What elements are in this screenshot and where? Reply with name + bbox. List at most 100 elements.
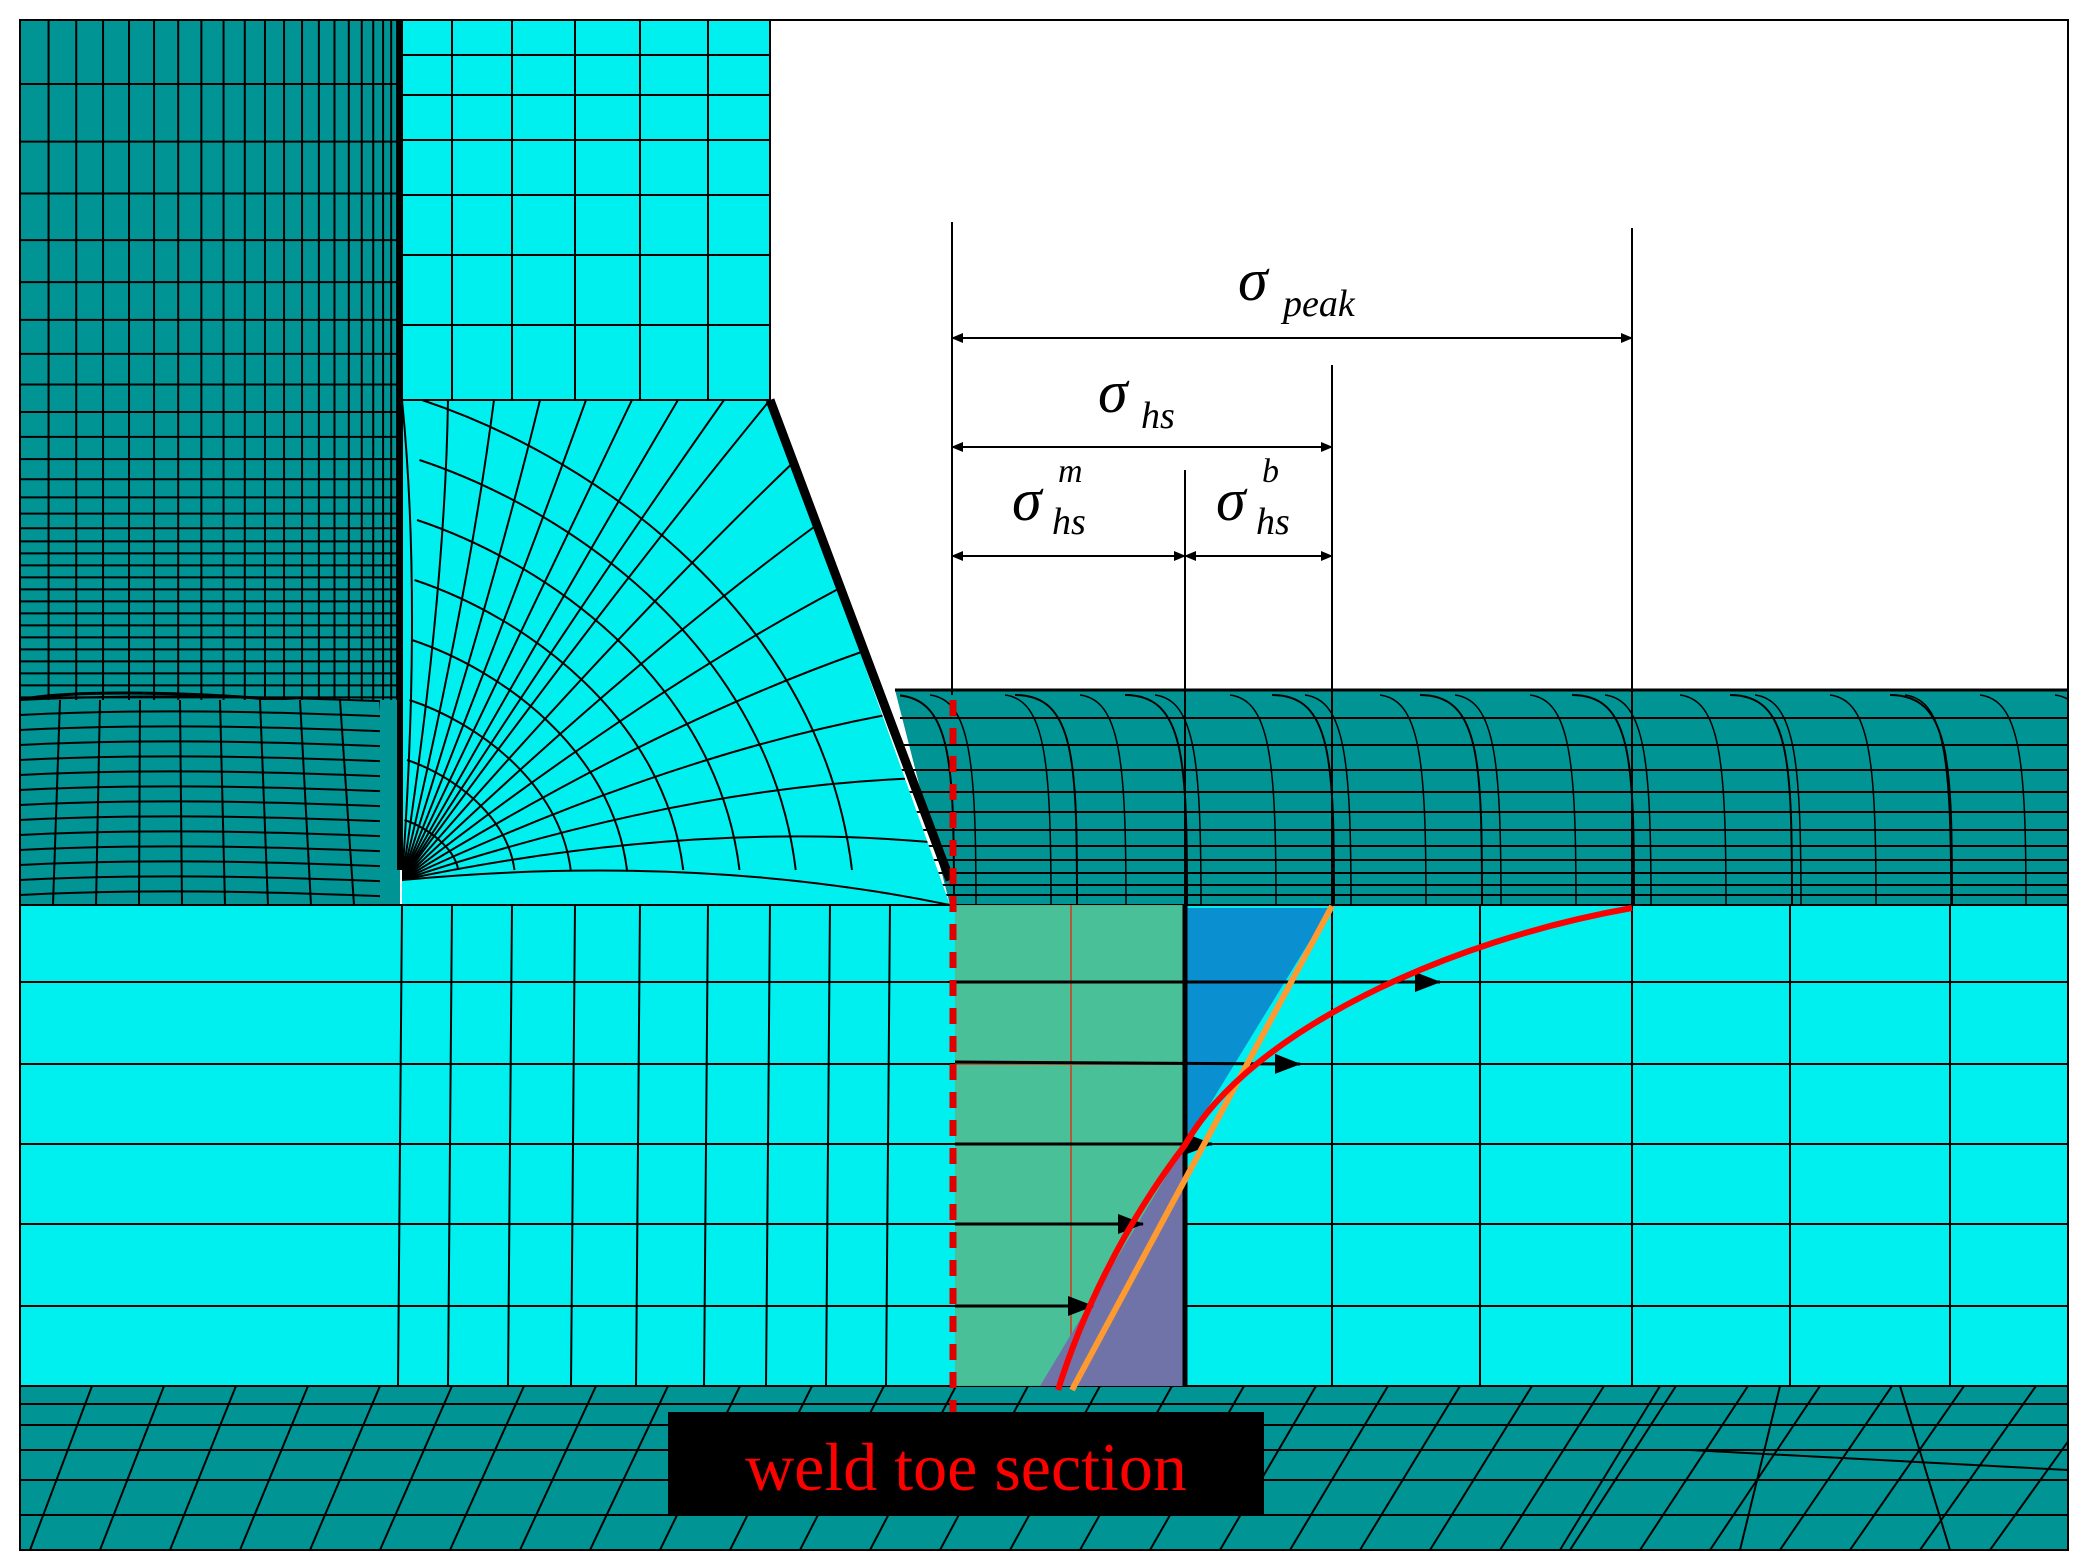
mesh-line	[402, 525, 816, 881]
label-sigma-hs: σ hs	[1098, 359, 1175, 437]
mesh-line	[309, 1386, 381, 1550]
left-base-mesh	[20, 695, 380, 905]
mesh-line	[1979, 694, 2027, 905]
mesh-line	[1729, 694, 1793, 905]
mesh-line	[299, 699, 312, 905]
mesh-line	[402, 400, 495, 881]
dimension-lines	[951, 222, 1633, 905]
mesh-line	[20, 830, 380, 838]
stress-distribution	[949, 700, 1633, 1412]
sigma-hs-m-symbol: σ	[1012, 467, 1044, 533]
weld-toe-caption: weld toe section	[668, 1412, 1264, 1514]
mesh-line	[635, 904, 641, 1387]
stress-arrow-icon	[954, 1053, 1301, 1074]
mesh-line	[219, 699, 226, 905]
linearized-stress-line	[1069, 904, 1335, 1392]
bottom-mesh	[20, 1386, 2068, 1550]
mesh-line	[1559, 1386, 1661, 1550]
label-sigma-hs-b: σ b hs	[1216, 453, 1290, 543]
mesh-line	[402, 777, 906, 881]
mesh-line	[402, 588, 838, 881]
mesh-line	[20, 691, 331, 700]
mesh-line	[589, 1386, 669, 1550]
mesh-line	[1429, 1386, 1533, 1550]
mesh-line	[703, 904, 709, 1387]
mesh-line	[259, 699, 269, 905]
mesh-line	[402, 400, 679, 881]
mesh-line	[1004, 694, 1052, 905]
mesh-line	[414, 579, 685, 871]
caption-text: weld toe section	[745, 1429, 1187, 1505]
mesh-line	[20, 725, 380, 733]
mesh-line	[404, 819, 460, 871]
mesh-line	[406, 759, 516, 871]
sigma-peak-symbol: σ	[1238, 247, 1270, 313]
mesh-line	[402, 651, 861, 881]
mesh-line	[1779, 1386, 1893, 1550]
peak-stress-curve	[1055, 905, 1633, 1391]
mesh-line	[20, 740, 380, 748]
sigma-hs-m-superscript: m	[1058, 453, 1083, 490]
mesh-line	[52, 699, 61, 905]
mesh-line	[825, 904, 831, 1387]
mesh-line	[179, 699, 183, 905]
mesh-line	[379, 1386, 453, 1550]
label-sigma-hs-m: σ m hs	[1012, 453, 1086, 543]
mesh-line	[20, 875, 380, 883]
plate-top-surface	[895, 690, 2068, 905]
mesh-line	[339, 699, 355, 905]
mesh-line	[402, 869, 950, 905]
mesh-line	[1289, 1386, 1389, 1550]
mesh-line	[402, 400, 587, 881]
sigma-hs-m-subscript: hs	[1052, 501, 1086, 543]
sigma-hs-b-subscript: hs	[1256, 501, 1290, 543]
weld-face-edge	[765, 398, 955, 882]
mesh-line	[570, 904, 576, 1387]
mesh-line	[20, 695, 380, 703]
bending-stress-upper	[1185, 908, 1330, 1145]
mesh-line	[402, 462, 794, 881]
weld-fan-mesh	[402, 400, 950, 905]
mesh-line	[1679, 694, 1727, 905]
mesh-line	[20, 699, 21, 905]
mesh-line	[1229, 694, 1277, 905]
mesh-line	[1379, 694, 1427, 905]
mesh-line	[1499, 1386, 1605, 1550]
mesh-line	[1304, 694, 1352, 905]
mesh-line	[1529, 694, 1577, 905]
mesh-line	[1014, 694, 1078, 905]
mesh-line	[1604, 694, 1652, 905]
mesh-line	[411, 639, 628, 871]
mesh-line	[20, 785, 380, 793]
mesh-line	[20, 845, 380, 853]
mesh-line	[1639, 1386, 1749, 1550]
right-plate-mesh	[900, 694, 2068, 905]
mesh-line	[1271, 694, 1335, 905]
caption-box	[668, 1412, 1264, 1514]
attachment-plate	[402, 20, 770, 905]
section-mesh	[20, 904, 2068, 1387]
mesh-line	[1454, 694, 1502, 905]
sigma-hs-subscript: hs	[1141, 395, 1175, 437]
figure-frame	[19, 19, 2069, 1551]
mesh-line	[1154, 694, 1202, 905]
mesh-line	[402, 400, 449, 881]
mesh-line	[99, 1386, 165, 1550]
mesh-line	[397, 904, 403, 1387]
sigma-peak-subscript: peak	[1280, 283, 1356, 325]
mesh-line	[20, 710, 380, 718]
mesh-line	[20, 1386, 21, 1550]
mesh-line	[239, 1386, 309, 1550]
mesh-line	[95, 699, 101, 905]
mesh-line	[1849, 1386, 1965, 1550]
mesh-line	[421, 400, 853, 871]
sigma-hs-b-symbol: σ	[1216, 467, 1248, 533]
sigma-hs-symbol: σ	[1098, 359, 1130, 425]
mesh-line	[20, 890, 380, 898]
mesh-line	[402, 400, 633, 881]
mesh-line	[1571, 694, 1635, 905]
mesh-line	[402, 835, 928, 881]
mesh-line	[1739, 1386, 1781, 1550]
mesh-line	[1754, 694, 1802, 905]
